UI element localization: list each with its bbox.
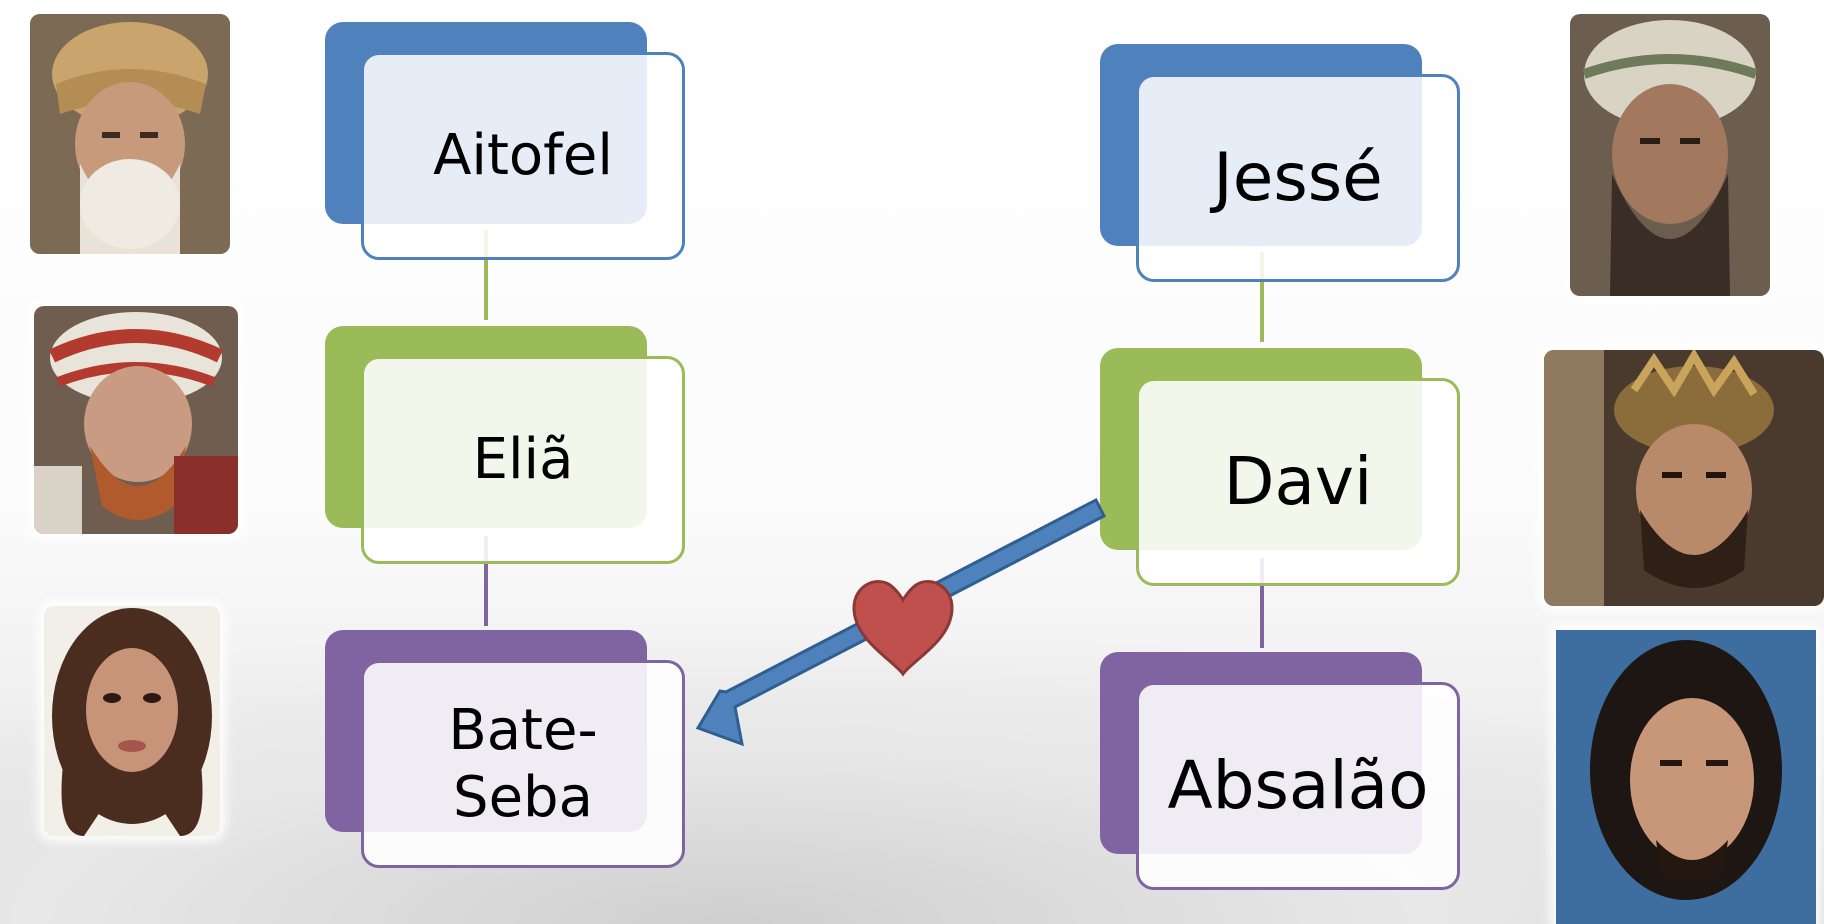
node-label: Absalão — [1167, 747, 1429, 825]
portrait-elia — [34, 306, 238, 534]
background-paper — [0, 640, 1824, 924]
connector-aitofel-elia — [484, 230, 488, 320]
node-front-panel — [361, 52, 685, 260]
portrait-aitofel — [30, 14, 230, 254]
node-front-panel — [361, 660, 685, 868]
node-label: Bate- Seba — [448, 697, 598, 830]
connector-davi-absalao — [1260, 558, 1264, 648]
connector-elia-bate-seba — [484, 536, 488, 626]
node-label: Eliã — [472, 427, 574, 493]
portrait-jesse — [1570, 14, 1770, 296]
node-front-panel — [361, 356, 685, 564]
node-front-panel — [1136, 378, 1460, 586]
portrait-davi — [1544, 350, 1824, 606]
node-front-panel — [1136, 682, 1460, 890]
node-label: Jessé — [1213, 139, 1383, 217]
connector-jesse-davi — [1260, 252, 1264, 342]
node-front-panel — [1136, 74, 1460, 282]
portrait-bate-seba — [44, 606, 220, 836]
portrait-absalao — [1556, 630, 1816, 924]
node-label: Aitofel — [433, 123, 613, 189]
node-label: Davi — [1223, 443, 1373, 521]
